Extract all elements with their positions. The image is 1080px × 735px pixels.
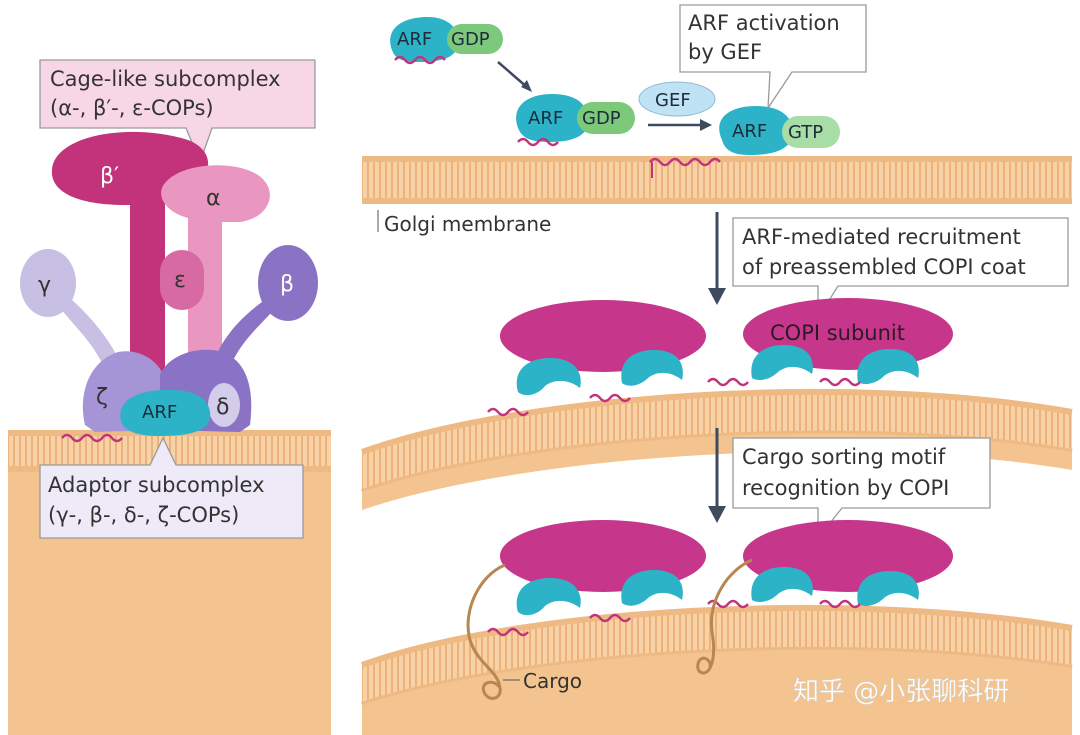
arf-gdp-cytosolic: ARF GDP	[390, 16, 503, 65]
alpha-label: α	[206, 186, 221, 211]
callout-recruit: ARF-mediated recruitment of preassembled…	[732, 217, 1069, 321]
gamma-subunit: γ	[20, 249, 120, 370]
arf-label-3: ARF	[732, 121, 767, 142]
callout-adaptor-line2: (γ-, β-, δ-, ζ-COPs)	[48, 503, 239, 527]
curved-membrane-bottom	[362, 607, 1072, 705]
callout-cargo-line2: recognition by COPI	[742, 476, 949, 500]
arf-gdp-membrane: ARF GDP	[516, 94, 635, 147]
callout-activation-line1: ARF activation	[688, 11, 840, 35]
alpha-subunit: α	[161, 165, 270, 390]
arrow-step-2	[708, 428, 726, 523]
cargo-left	[466, 563, 506, 700]
watermark: 知乎 @小张聊科研	[793, 677, 1009, 707]
beta-subunit: β	[212, 245, 318, 372]
callout-cage-line2: (α-, β′-, ε-COPs)	[50, 96, 214, 120]
callout-adaptor-line1: Adaptor subcomplex	[48, 473, 265, 497]
epsilon-subunit: ε	[160, 250, 204, 310]
gef: GEF	[638, 81, 716, 117]
arf-label-2: ARF	[528, 108, 563, 129]
gamma-label: γ	[38, 273, 51, 298]
beta-prime-label: β′	[100, 164, 119, 189]
golgi-membrane-flat	[362, 158, 1072, 203]
golgi-membrane-label: Golgi membrane	[384, 212, 551, 236]
cargo-right	[696, 558, 753, 675]
arf-label-1: ARF	[397, 29, 432, 50]
callout-cage-line1: Cage-like subcomplex	[50, 67, 281, 91]
left-panel: Cage-like subcomplex (α-, β′-, ε-COPs) β…	[8, 59, 331, 735]
beta-label: β	[280, 272, 294, 297]
arf-left-label: ARF	[142, 402, 177, 423]
arrow-step-1	[708, 212, 726, 305]
gdp-label-1: GDP	[451, 29, 490, 50]
arf-left: ARF	[61, 389, 211, 443]
arf-cups-right-middle	[707, 345, 919, 387]
copi-subunit-label: COPI subunit	[770, 321, 905, 345]
callout-activation-line2: by GEF	[688, 40, 762, 64]
callout-adaptor: Adaptor subcomplex (γ-, β-, δ-, ζ-COPs)	[39, 436, 304, 539]
arf-gtp: ARF GTP	[649, 106, 840, 178]
callout-recruit-line2: of preassembled COPI coat	[742, 255, 1026, 279]
arf-cups-left-bottom	[487, 570, 683, 637]
callout-activation: ARF activation by GEF	[679, 4, 867, 111]
gdp-label-2: GDP	[582, 108, 621, 129]
zeta-label: ζ	[96, 385, 108, 410]
delta-label: δ	[216, 395, 229, 420]
arf-cups-left-middle	[487, 350, 683, 417]
gtp-label: GTP	[788, 122, 823, 143]
callout-cargo-line1: Cargo sorting motif	[742, 445, 946, 469]
callout-cargo: Cargo sorting motif recognition by COPI	[732, 437, 991, 540]
right-panel-activation: Golgi membrane ARF GDP ARF GDP GEF	[362, 4, 1072, 236]
curved-membrane-middle	[362, 391, 1072, 492]
epsilon-label: ε	[174, 268, 186, 293]
gef-label: GEF	[655, 90, 691, 111]
right-panel-cargo: Cargo	[360, 520, 1073, 735]
callout-cage: Cage-like subcomplex (α-, β′-, ε-COPs)	[39, 59, 316, 164]
callout-recruit-line1: ARF-mediated recruitment	[742, 225, 1021, 249]
cargo-label: Cargo	[523, 669, 582, 693]
